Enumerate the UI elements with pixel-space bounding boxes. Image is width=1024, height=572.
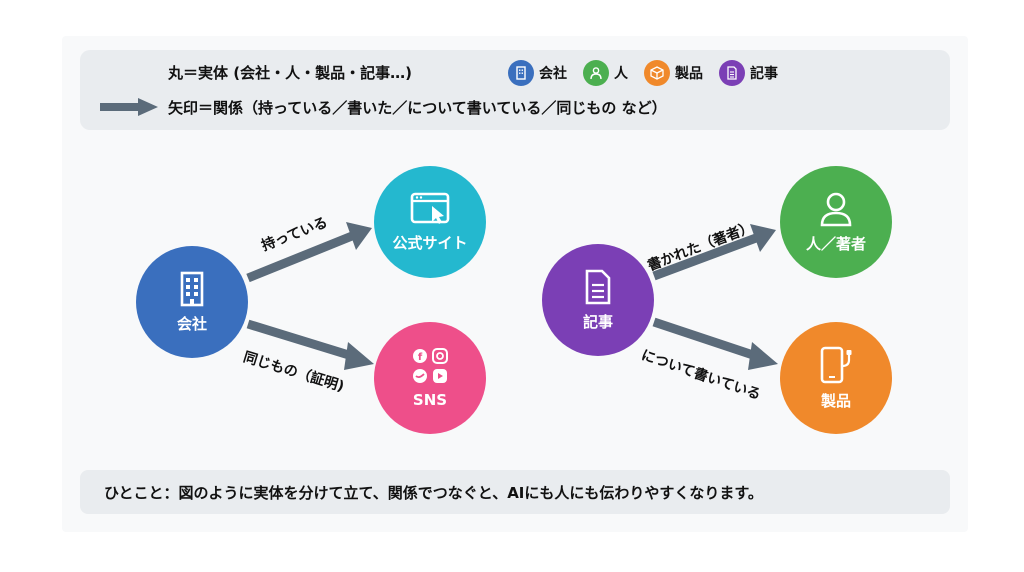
building-icon — [508, 60, 534, 86]
node-label: 記事 — [582, 312, 613, 331]
legend-item-article: 記事 — [719, 60, 778, 86]
legend-label: 人 — [614, 66, 628, 82]
arrow-article-to-author — [652, 224, 776, 281]
footer-panel — [80, 470, 950, 514]
node-sns: f SNS — [374, 322, 486, 434]
person-icon — [820, 192, 852, 226]
node-company: 会社 — [136, 246, 248, 358]
legend-item-company: 会社 — [508, 60, 567, 86]
node-label: 公式サイト — [392, 233, 468, 252]
legend-label: 製品 — [675, 66, 703, 82]
legend-arrow-icon — [100, 98, 158, 116]
browser-window-icon — [410, 192, 450, 224]
document-icon — [719, 60, 745, 86]
node-article: 記事 — [542, 244, 654, 356]
legend-item-person: 人 — [583, 60, 628, 86]
building-icon — [180, 271, 204, 306]
node-label: 人／著者 — [805, 234, 866, 253]
person-icon — [583, 60, 609, 86]
svg-text:f: f — [418, 352, 423, 363]
social-media-icon: f — [413, 348, 448, 383]
node-label: SNS — [412, 391, 448, 409]
node-label: 会社 — [176, 314, 207, 333]
box-icon — [644, 60, 670, 86]
node-product: 製品 — [780, 322, 892, 434]
legend-icons: 会社 人 製品 記事 — [508, 60, 786, 86]
legend-arrow-meaning: 矢印＝関係（持っている／書いた／について書いている／同じもの など） — [168, 99, 667, 117]
node-label: 製品 — [820, 391, 851, 410]
node-author: 人／著者 — [780, 166, 892, 278]
arrow-company-to-website — [246, 222, 372, 283]
legend-circle-meaning: 丸＝実体 (会社・人・製品・記事…) — [168, 64, 412, 82]
node-website: 公式サイト — [374, 166, 486, 278]
smartphone-icon — [820, 346, 852, 383]
footer-summary: ひとこと：図のように実体を分けて立て、関係でつなぐと、AIにも人にも伝わりやすく… — [104, 484, 763, 502]
arrow-article-to-product — [652, 317, 778, 370]
document-icon — [585, 269, 611, 304]
legend-label: 記事 — [750, 66, 778, 82]
arrow-company-to-sns — [246, 319, 374, 370]
legend-label: 会社 — [539, 66, 567, 82]
legend-item-product: 製品 — [644, 60, 703, 86]
